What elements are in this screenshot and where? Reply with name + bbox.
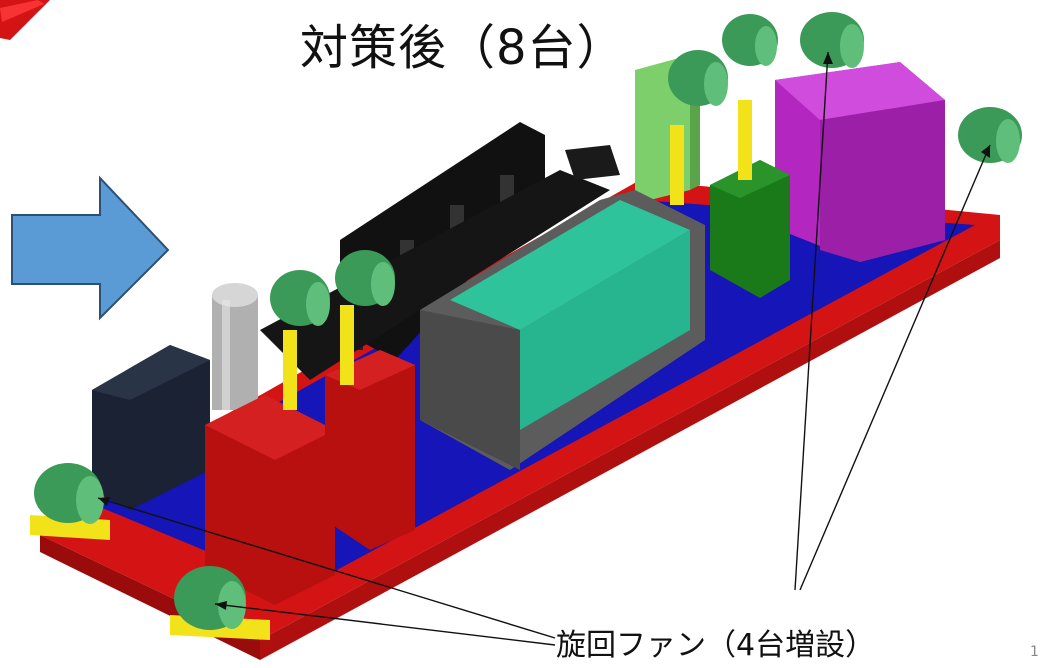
page-number: 1 (1030, 644, 1039, 660)
silver-tank (212, 283, 258, 410)
callout-label: 旋回ファン（4台増設） (556, 628, 876, 663)
red-cabinets (205, 350, 415, 605)
page-title: 対策後（8台） (300, 20, 626, 76)
callout-arrowheads (98, 52, 990, 610)
magenta-block (775, 62, 945, 262)
red-frame-fragment (0, 0, 50, 40)
navy-cabinet (92, 345, 210, 510)
arrow-right-icon (11, 175, 170, 321)
fan-icon (34, 12, 1022, 630)
generator-block (420, 190, 705, 470)
callout-lines (97, 51, 991, 646)
